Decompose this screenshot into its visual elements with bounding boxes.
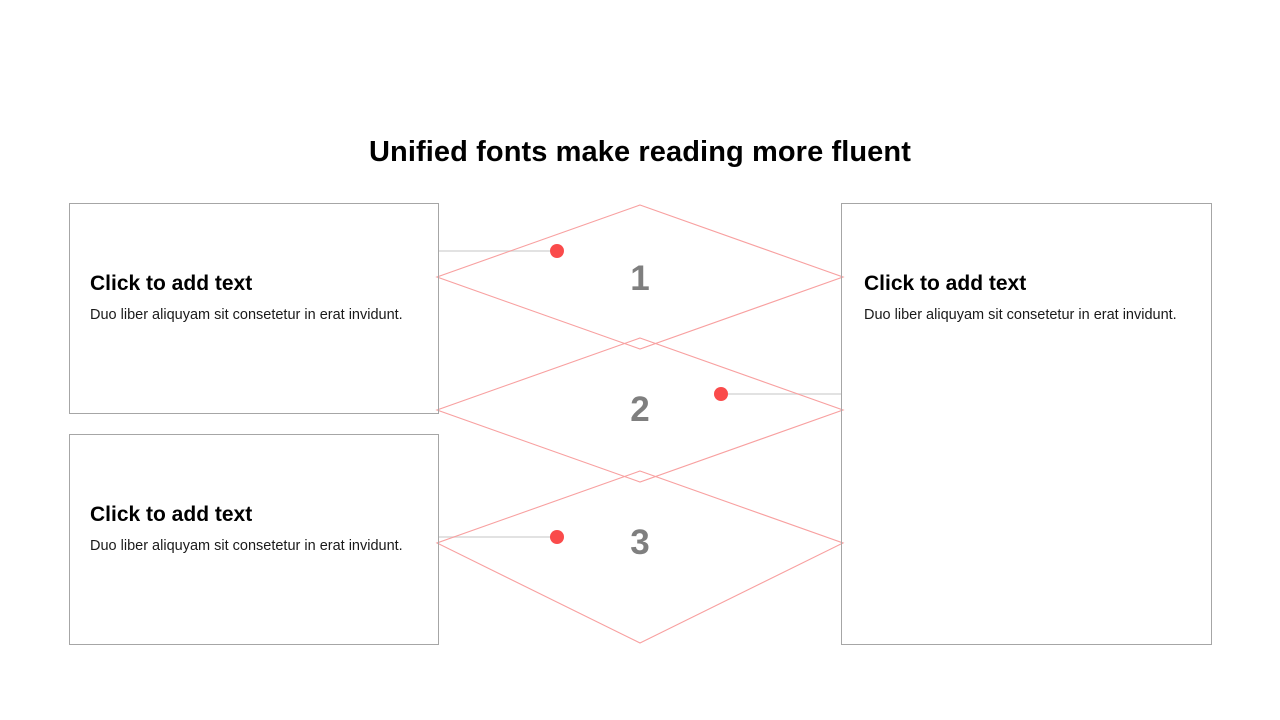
text-box-right[interactable]: Click to add text Duo liber aliquyam sit… (841, 203, 1212, 645)
text-box-left-bottom[interactable]: Click to add text Duo liber aliquyam sit… (69, 434, 439, 645)
text-box-left-bottom-heading[interactable]: Click to add text (90, 503, 253, 526)
step-number-2: 2 (630, 390, 650, 429)
diamond-shape-3[interactable] (435, 470, 845, 644)
text-box-left-top-body[interactable]: Duo liber aliquyam sit consetetur in era… (90, 307, 403, 324)
text-box-right-body[interactable]: Duo liber aliquyam sit consetetur in era… (864, 307, 1177, 324)
page-title: Unified fonts make reading more fluent (369, 136, 911, 168)
step-number-1: 1 (630, 259, 650, 298)
text-box-right-content: Click to add text Duo liber aliquyam sit… (864, 272, 1193, 326)
text-box-left-top-content: Click to add text Duo liber aliquyam sit… (90, 272, 420, 326)
marker-dot-1[interactable] (550, 244, 564, 258)
step-number-3: 3 (630, 523, 650, 562)
text-box-right-heading[interactable]: Click to add text (864, 272, 1027, 295)
text-box-left-top-heading[interactable]: Click to add text (90, 272, 253, 295)
text-box-left-top[interactable]: Click to add text Duo liber aliquyam sit… (69, 203, 439, 414)
text-box-left-bottom-body[interactable]: Duo liber aliquyam sit consetetur in era… (90, 538, 403, 555)
diamond-shape-2[interactable] (435, 337, 845, 483)
marker-dot-2[interactable] (714, 387, 728, 401)
text-box-left-bottom-content: Click to add text Duo liber aliquyam sit… (90, 503, 420, 557)
diamond-shape-1[interactable] (435, 204, 845, 350)
marker-dot-3[interactable] (550, 530, 564, 544)
